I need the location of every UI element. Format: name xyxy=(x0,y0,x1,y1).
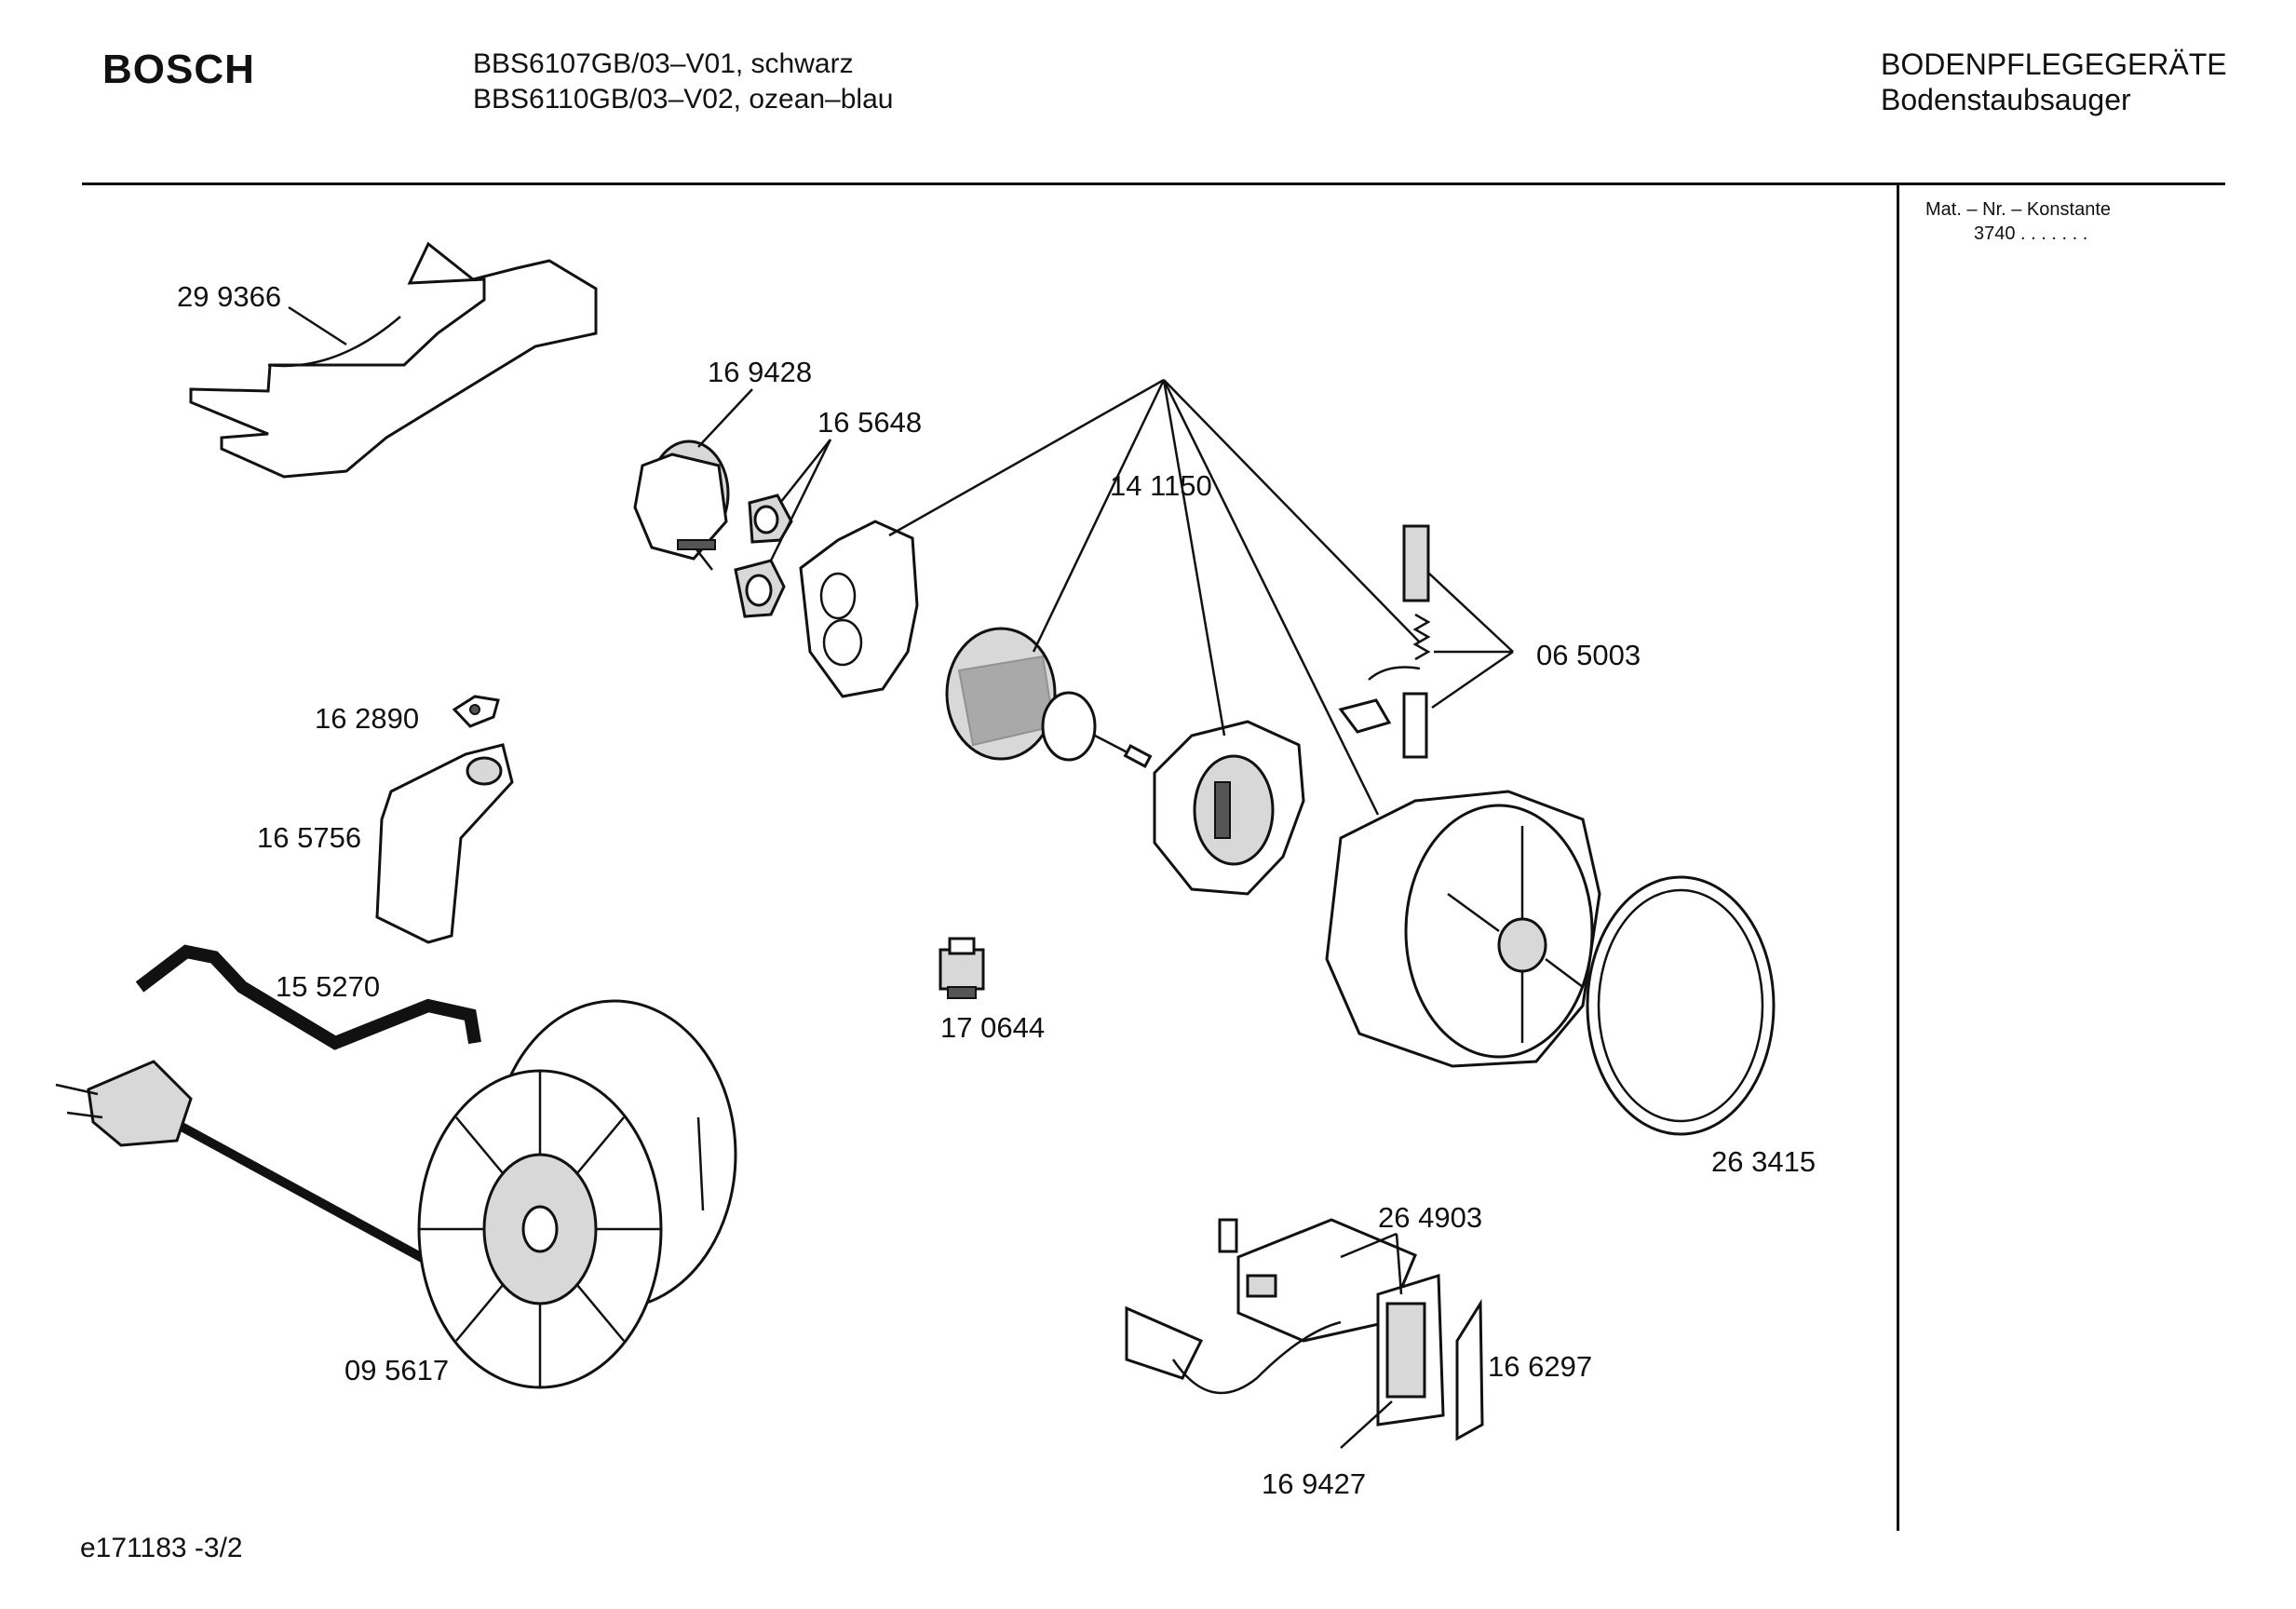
category-title: BODENPFLEGEGERÄTE xyxy=(1881,47,2227,81)
part-label-166297: 16 6297 xyxy=(1488,1350,1592,1383)
header-divider xyxy=(82,183,2225,185)
part-label-169428: 16 9428 xyxy=(708,356,812,388)
part-label-263415: 26 3415 xyxy=(1711,1145,1816,1178)
part-motor-bracket-141150 xyxy=(799,520,919,698)
model-line-2: BBS6110GB/03–V02, ozean–blau xyxy=(473,84,894,115)
part-label-165648: 16 5648 xyxy=(817,406,922,439)
part-cable-reel-095617 xyxy=(55,999,737,1389)
part-label-165756: 16 5756 xyxy=(257,821,361,854)
part-switch-170644 xyxy=(939,937,985,999)
part-label-155270: 15 5270 xyxy=(276,970,380,1003)
part-label-170644: 17 0644 xyxy=(940,1011,1045,1044)
part-pcb-166297 xyxy=(1376,1273,1484,1441)
part-label-299366: 29 9366 xyxy=(177,280,281,313)
part-label-162890: 16 2890 xyxy=(315,702,419,735)
part-plate-299366 xyxy=(189,241,598,479)
part-electronics-264903 xyxy=(1125,1218,1417,1395)
part-wire-bracket-155270 xyxy=(135,944,481,1050)
part-cable-guide-165756 xyxy=(375,743,514,944)
side-panel-divider xyxy=(1897,184,1899,1531)
category-block: BODENPFLEGEGERÄTE Bodenstaubsauger xyxy=(1881,47,2227,117)
part-bearings-165648 xyxy=(734,494,793,618)
part-clip-162890 xyxy=(452,695,500,728)
material-number-value: 3740 . . . . . . . xyxy=(1974,223,2088,244)
model-line-1: BBS6107GB/03–V01, schwarz xyxy=(473,48,854,79)
part-armature-141150 xyxy=(945,627,1153,768)
material-number-panel: Mat. – Nr. – Konstante 3740 . . . . . . … xyxy=(1925,197,2111,246)
material-number-label: Mat. – Nr. – Konstante xyxy=(1925,199,2111,220)
part-carbon-brush-065003 xyxy=(1338,524,1431,759)
part-label-264903: 26 4903 xyxy=(1378,1201,1482,1234)
part-label-095617: 09 5617 xyxy=(344,1354,449,1386)
part-label-169427: 16 9427 xyxy=(1262,1467,1366,1500)
leader-lines xyxy=(288,305,1514,1449)
part-stator-141150 xyxy=(1153,720,1305,896)
part-brush-holder-169428 xyxy=(633,439,730,571)
brand-logo: BOSCH xyxy=(102,47,255,92)
category-subtitle: Bodenstaubsauger xyxy=(1881,83,2131,116)
part-motor-housing-141150 xyxy=(1325,790,1601,1068)
part-label-065003: 06 5003 xyxy=(1536,639,1641,671)
model-list: BBS6107GB/03–V01, schwarz BBS6110GB/03–V… xyxy=(473,47,893,117)
part-label-141150: 14 1150 xyxy=(1110,469,1212,502)
part-seal-ring-263415 xyxy=(1586,875,1776,1136)
drawing-id: e171183 -3/2 xyxy=(80,1533,243,1563)
